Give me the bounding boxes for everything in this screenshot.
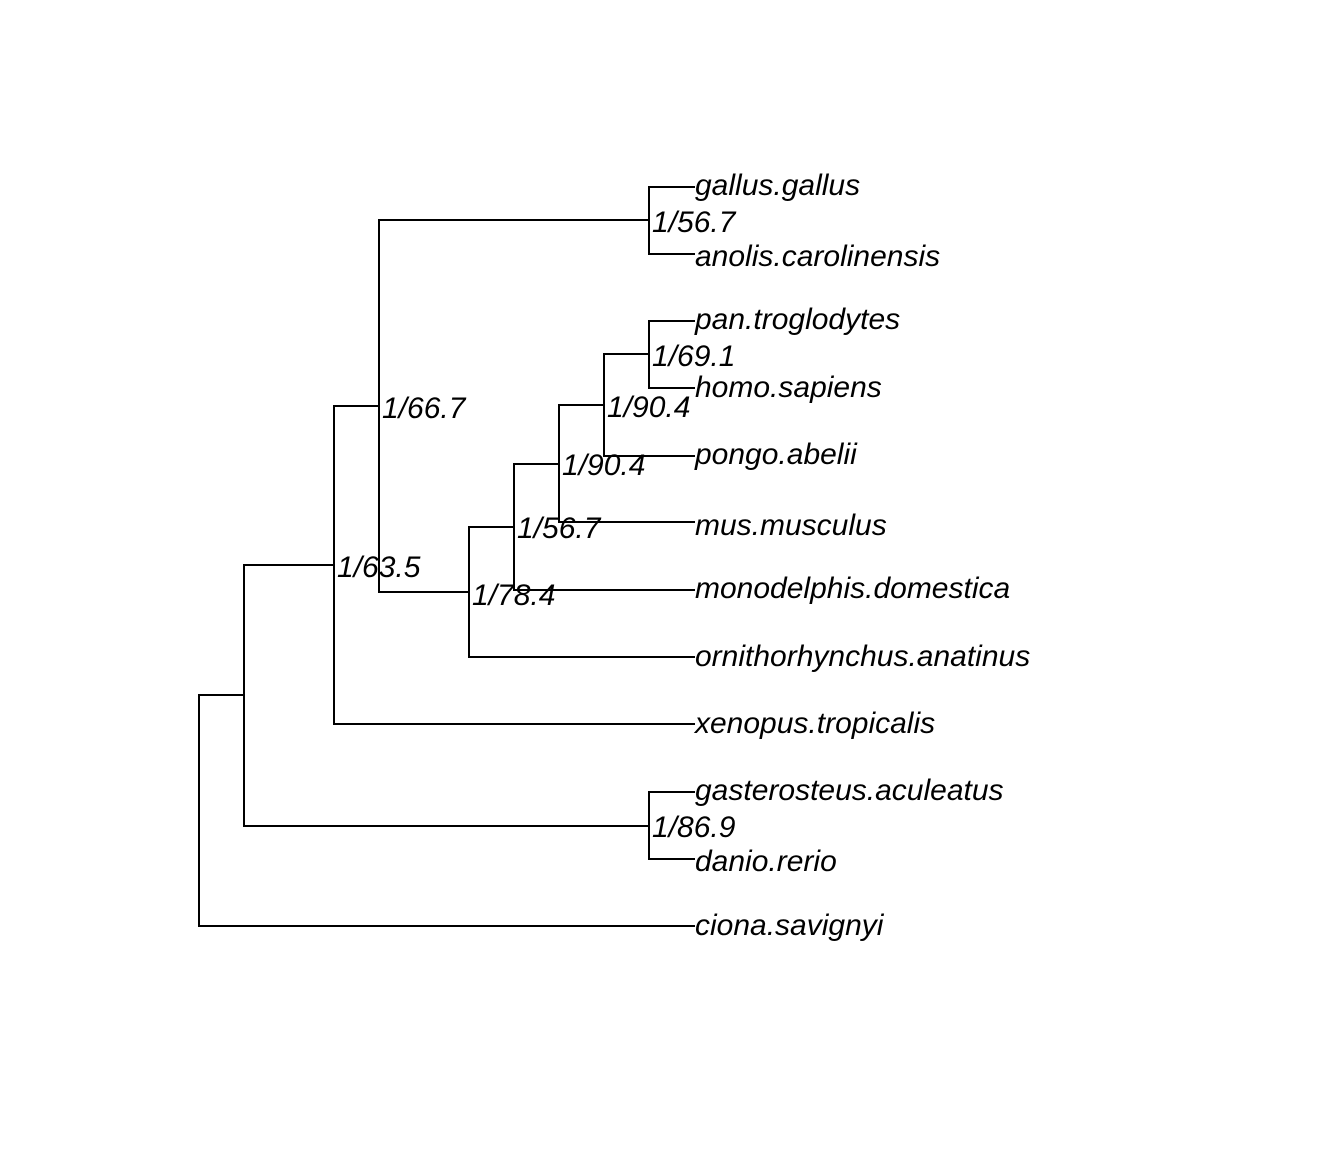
tip-label: pongo.abelii bbox=[694, 438, 858, 471]
node-support-label: 1/69.1 bbox=[652, 340, 735, 373]
tip-label: gasterosteus.aculeatus bbox=[695, 774, 1004, 807]
tip-label: gallus.gallus bbox=[695, 169, 860, 202]
tip-label: ornithorhynchus.anatinus bbox=[695, 640, 1030, 673]
node-support-label: 1/86.9 bbox=[652, 811, 736, 844]
node-support-label: 1/66.7 bbox=[382, 392, 467, 425]
tip-label: danio.rerio bbox=[695, 845, 837, 878]
tip-label: mus.musculus bbox=[695, 509, 887, 542]
node-support-label: 1/78.4 bbox=[472, 579, 555, 612]
node-support-label: 1/90.4 bbox=[607, 391, 690, 424]
tip-label: xenopus.tropicalis bbox=[693, 707, 935, 740]
tip-label: homo.sapiens bbox=[695, 371, 882, 404]
tip-label: pan.troglodytes bbox=[694, 303, 900, 336]
tip-label: ciona.savignyi bbox=[695, 909, 885, 942]
node-support-label: 1/90.4 bbox=[562, 449, 645, 482]
tip-label: anolis.carolinensis bbox=[695, 240, 940, 273]
node-support-label: 1/63.5 bbox=[337, 551, 421, 584]
node-support-label: 1/56.7 bbox=[652, 206, 737, 239]
node-support-label: 1/56.7 bbox=[517, 512, 602, 545]
tip-label: monodelphis.domestica bbox=[695, 572, 1010, 605]
